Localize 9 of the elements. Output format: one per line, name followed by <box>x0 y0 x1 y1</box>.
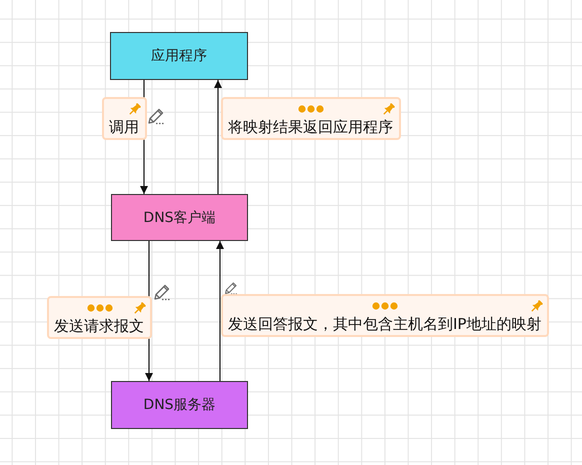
edge-label: 将映射结果返回应用程序 <box>228 118 393 136</box>
process-box: DNS服务器 <box>111 381 248 429</box>
process-box: DNS客户端 <box>111 194 248 241</box>
edge-label: 调用 <box>109 118 139 136</box>
arrow <box>216 241 224 381</box>
edge-label: 发送请求报文 <box>54 317 144 335</box>
process-box: 应用程序 <box>110 32 248 80</box>
arrow <box>214 80 222 194</box>
edge-label: 发送回答报文，其中包含主机名到IP地址的映射 <box>228 315 542 333</box>
